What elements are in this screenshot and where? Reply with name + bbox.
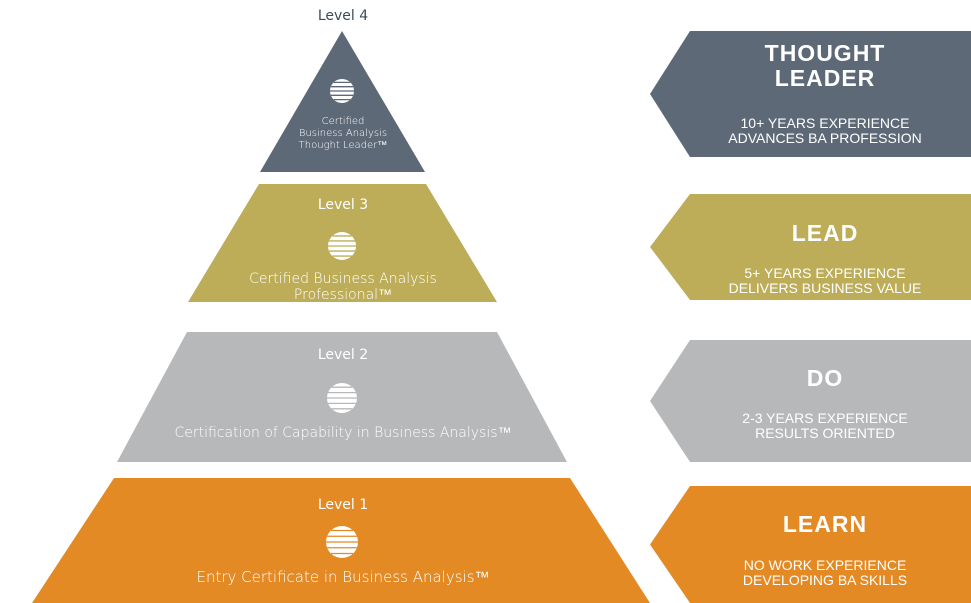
tier-title-line: Business Analysis: [298, 128, 388, 139]
globe-icon: [326, 526, 358, 558]
banner-detail-line: RESULTS ORIENTED: [755, 425, 895, 441]
tier-level-label: Level 4: [317, 8, 369, 24]
banner-title-line: THOUGHT: [764, 40, 886, 66]
tier-level-label: Level 1: [317, 497, 369, 513]
banner-4: [650, 31, 971, 157]
banner-detail-line: ADVANCES BA PROFESSION: [728, 130, 922, 146]
banner-title-line: LEADER: [774, 65, 876, 91]
tier-title-line: Certification of Capability in Business …: [174, 425, 512, 441]
tier-title-line: Entry Certificate in Business Analysis™: [196, 568, 490, 586]
globe-icon: [327, 383, 357, 413]
banner-detail-line: 5+ YEARS EXPERIENCE: [744, 265, 906, 281]
tier-title-line: Thought Leader™: [298, 140, 388, 151]
banner-detail-line: DEVELOPING BA SKILLS: [742, 572, 908, 588]
banner-3: [650, 194, 971, 300]
banner-title-line: DO: [806, 365, 844, 391]
tier-level-label: Level 2: [317, 347, 369, 363]
tier-level-label: Level 3: [317, 197, 369, 213]
tier-title-line: Certified: [321, 116, 365, 127]
banner-2: [650, 340, 971, 462]
banner-detail-line: DELIVERS BUSINESS VALUE: [728, 280, 922, 296]
tier-title-line: Certified Business Analysis: [249, 271, 437, 287]
globe-icon: [330, 79, 354, 103]
banner-detail-line: 2-3 YEARS EXPERIENCE: [742, 410, 908, 426]
banner-detail-line: NO WORK EXPERIENCE: [743, 557, 907, 573]
globe-icon: [328, 232, 356, 260]
tier-title-line: Professional™: [293, 287, 393, 303]
banner-title-line: LEARN: [782, 511, 868, 537]
banner-1: [650, 486, 971, 603]
banner-detail-line: 10+ YEARS EXPERIENCE: [740, 115, 910, 131]
banner-title-line: LEAD: [791, 220, 859, 246]
